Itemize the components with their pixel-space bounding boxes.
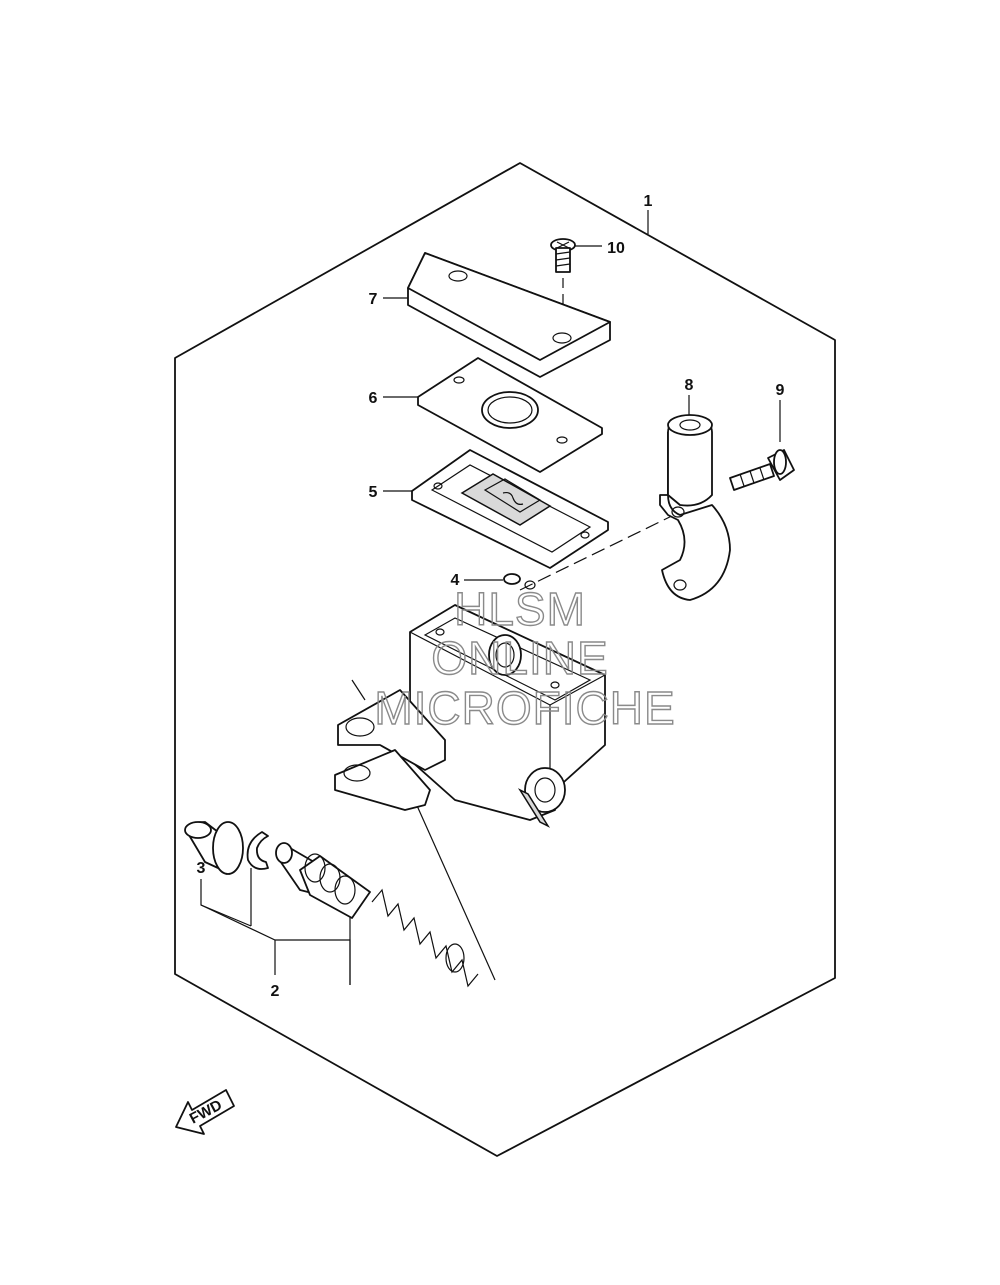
callout-10: 10 [607, 240, 625, 257]
callout-5: 5 [369, 484, 378, 501]
part-oring-4[interactable] [503, 573, 536, 590]
part-diaphragm-5[interactable] [411, 449, 609, 569]
watermark-line-3: MICROFICHE [374, 682, 675, 734]
part-clamp-8[interactable] [659, 414, 731, 601]
callout-labels: 1 2 3 4 5 6 7 8 9 10 [197, 193, 785, 1000]
watermark-line-2: ONLINE [431, 632, 608, 684]
callout-7: 7 [369, 291, 378, 308]
callout-1: 1 [644, 193, 653, 210]
watermark-line-1: HLSM [454, 583, 586, 635]
part-master-cylinder-body[interactable] [334, 604, 606, 828]
callout-9: 9 [776, 382, 785, 399]
part-boot-3[interactable] [184, 821, 244, 875]
fwd-arrow-icon: FWD [175, 1089, 235, 1135]
part-piston-kit-2[interactable] [246, 831, 479, 988]
part-plate-6[interactable] [417, 357, 603, 473]
leader-lines [200, 210, 781, 985]
callout-3: 3 [197, 860, 206, 877]
callout-2: 2 [271, 983, 280, 1000]
assembly-frame [174, 162, 836, 1157]
part-reservoir-cap-7[interactable] [407, 252, 611, 378]
part-bolt-9[interactable] [729, 449, 795, 491]
callout-8: 8 [685, 377, 694, 394]
callout-6: 6 [369, 390, 378, 407]
callout-4: 4 [451, 572, 460, 589]
part-screw-10[interactable] [550, 238, 576, 273]
watermark: HLSM ONLINE MICROFICHE [374, 582, 676, 734]
